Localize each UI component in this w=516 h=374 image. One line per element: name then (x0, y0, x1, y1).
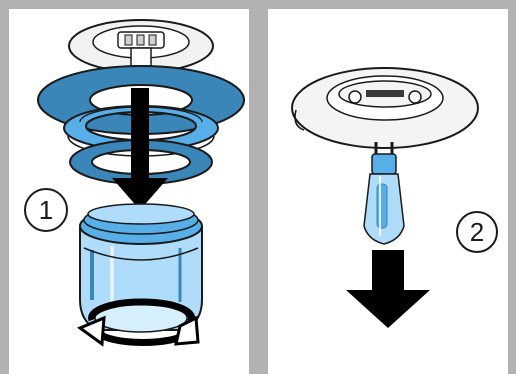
step-2-badge: 2 (457, 212, 497, 252)
panel-unscrew-cover: 1 (0, 0, 258, 374)
step-2-label: 2 (470, 217, 484, 247)
step-1-badge: 1 (25, 189, 67, 231)
lamp-holder-fixture-2 (292, 68, 478, 148)
lamp-holder-fixture (69, 20, 213, 72)
step-1-label: 1 (39, 195, 53, 225)
panel-replace-bulb: 2 (258, 0, 516, 374)
